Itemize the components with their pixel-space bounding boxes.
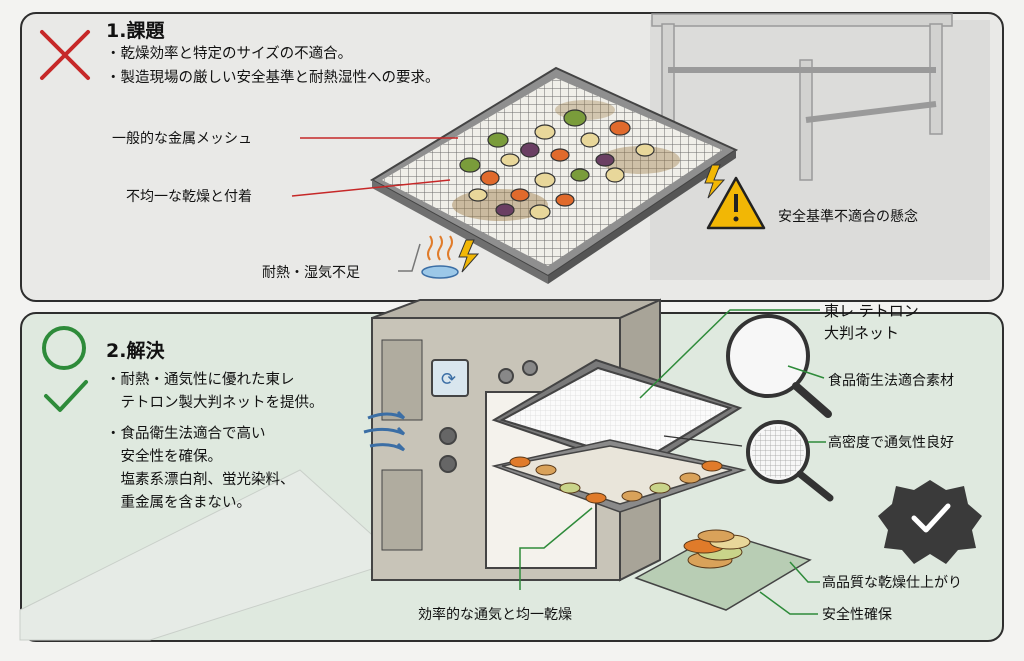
airflow-arrows-icon bbox=[363, 410, 406, 452]
dried-vegetable-slices bbox=[509, 456, 723, 504]
label-food-safe-material: 食品衛生法適合素材 bbox=[828, 373, 954, 389]
cross-icon bbox=[40, 30, 90, 80]
quality-badge-icon bbox=[878, 480, 982, 564]
label-high-quality-finish: 高品質な乾燥仕上がり bbox=[822, 575, 962, 591]
svg-text:⟳: ⟳ bbox=[441, 369, 456, 390]
drying-tray-lower bbox=[491, 439, 747, 513]
label-tetoron-net-line2: 大判ネット bbox=[824, 324, 900, 342]
problem-bullet-2: ・製造現場の厳しい安全基準と耐熱湿性への要求。 bbox=[106, 70, 440, 86]
dried-product-plate bbox=[634, 529, 812, 611]
label-efficient-airflow: 効率的な通気と均一乾燥 bbox=[418, 607, 572, 623]
solution-leader-lines bbox=[519, 309, 826, 615]
magnifier-fabric-icon bbox=[726, 314, 832, 418]
problem-bullet-1: ・乾燥効率と特定のサイズの不適合。 bbox=[106, 46, 353, 62]
solution-bullet-2b: 安全性を確保。 bbox=[106, 449, 222, 465]
label-metal-mesh: 一般的な金属メッシュ bbox=[112, 131, 252, 147]
label-safety-ensured: 安全性確保 bbox=[822, 607, 892, 623]
solution-title: 2.解決 bbox=[106, 340, 165, 362]
solution-bullet-1a: ・耐熱・通気性に優れた東レ bbox=[106, 372, 295, 388]
vegetable-pieces bbox=[459, 109, 655, 220]
floor bbox=[19, 469, 401, 641]
net-pointer-line bbox=[663, 435, 743, 447]
problem-title: 1.課題 bbox=[106, 20, 165, 42]
solution-bullet-1b: テトロン製大判ネットを提供。 bbox=[106, 395, 324, 411]
solution-bullet-2c: 塩素系漂白剤、蛍光染料、 bbox=[106, 472, 295, 488]
magnifier-mesh-icon bbox=[746, 420, 834, 502]
heat-moisture-icon bbox=[421, 235, 480, 279]
problem-leader-lines bbox=[291, 137, 458, 272]
label-safety-concern: 安全基準不適合の懸念 bbox=[778, 209, 918, 225]
label-tetoron-net-line1: 東レ テトロン bbox=[824, 302, 919, 320]
solution-bullet-2d: 重金属を含まない。 bbox=[106, 495, 251, 511]
check-circle-icon bbox=[42, 326, 88, 412]
label-high-density: 高密度で通気性良好 bbox=[828, 435, 954, 451]
tetoron-net-tray bbox=[491, 358, 743, 472]
fan-icon: ⟳ bbox=[441, 369, 456, 390]
spark-icon bbox=[704, 164, 726, 199]
warning-icon bbox=[706, 176, 766, 230]
solution-bullet-2a: ・食品衛生法適合で高い bbox=[106, 426, 266, 442]
label-heat-moisture: 耐熱・湿気不足 bbox=[262, 265, 360, 281]
label-uneven-drying: 不均一な乾燥と付着 bbox=[126, 189, 252, 205]
